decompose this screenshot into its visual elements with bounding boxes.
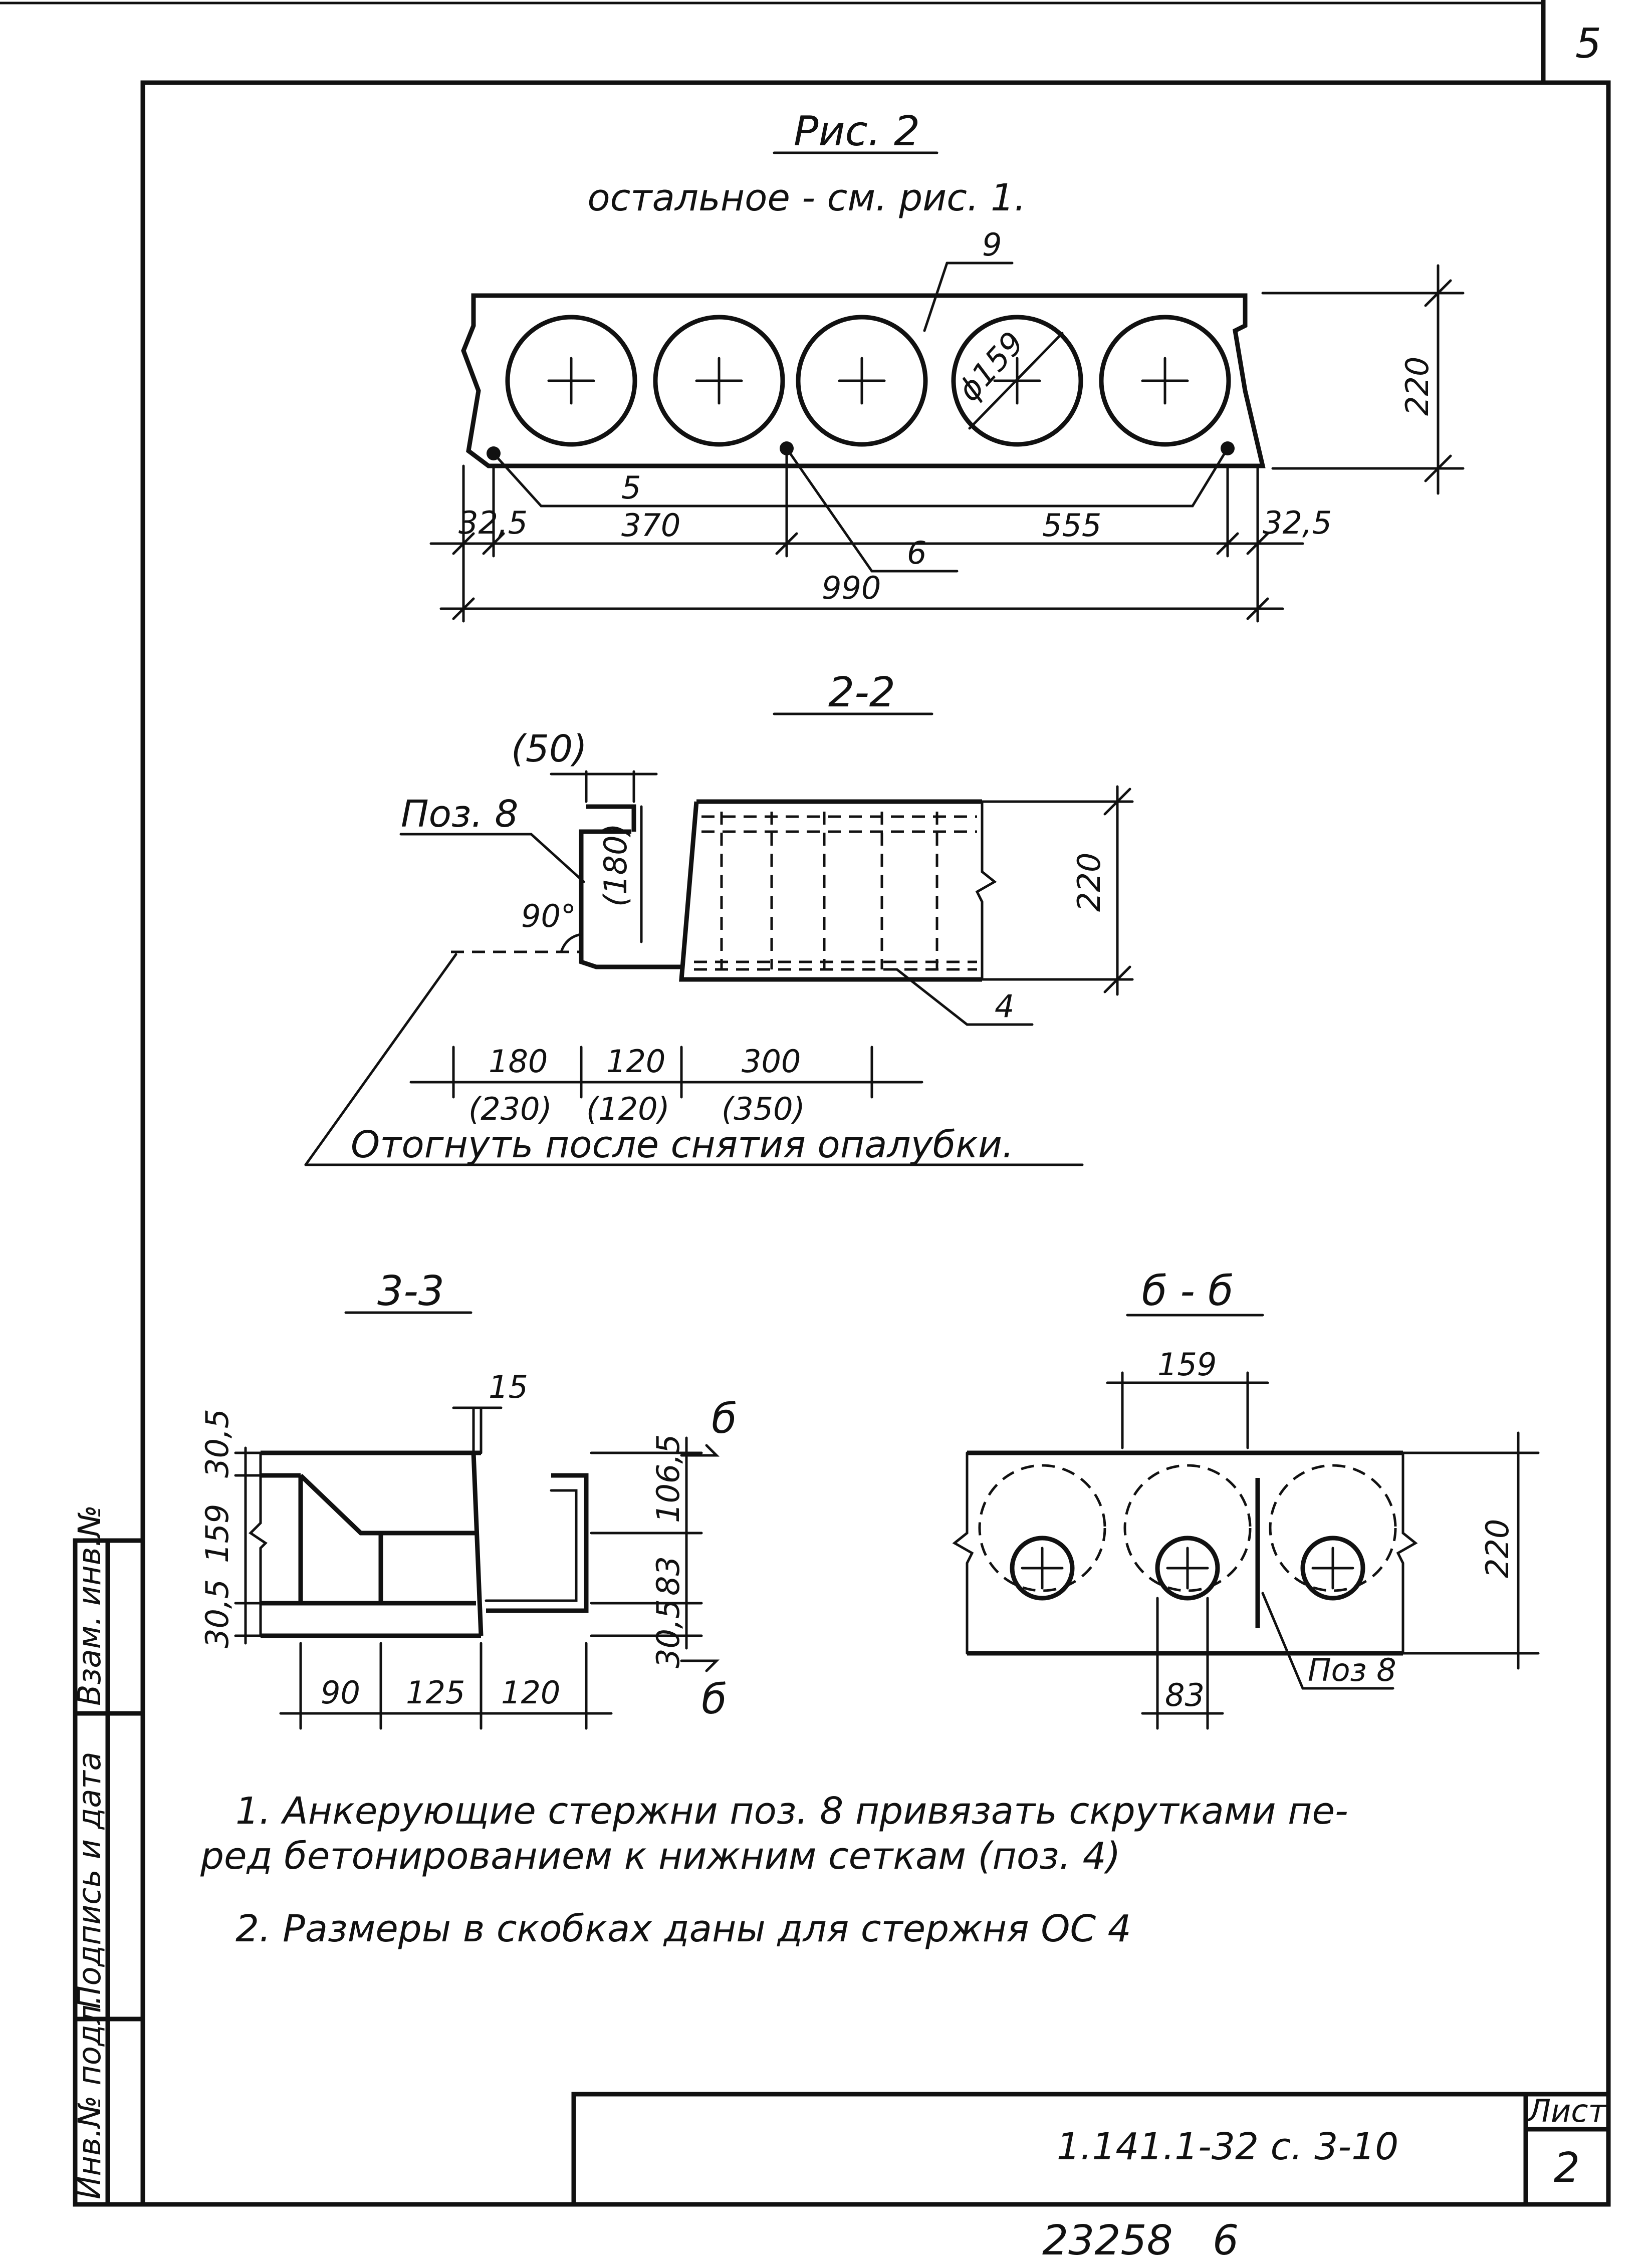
figure2-subtitle: остальное - см. рис. 1. [587,176,1026,219]
dim-370: 370 [621,507,680,544]
void-diameter: ϕ159 [951,325,1031,408]
dim-555: 555 [1042,507,1101,544]
figure2-height: 220 [1399,357,1436,416]
figure2-title: Рис. 2 [794,108,920,155]
dim-83-bb: 83 [1165,1677,1205,1713]
dim-125: 125 [406,1674,465,1711]
document-code: 1.141.1-32 с. 3-10 [1057,2125,1399,2168]
pos-8-label-bb: Поз 8 [1308,1652,1396,1688]
inventory-number: 23258 [1042,2217,1173,2264]
dim-350-paren: (350) [722,1091,805,1127]
stamp-inv-original: Инв.№ подл. [71,1995,108,2199]
slab-voids: ϕ159 [505,315,1231,447]
section-b-b: б - б Поз 8 159 220 [952,1268,1540,1730]
section-b-b-title: б - б [1142,1268,1234,1315]
list-label: Лист [1526,2093,1607,2129]
sheet-number-top: 5 [1575,20,1601,68]
callout-4: 4 [995,988,1014,1025]
dim-83-right: 83 [650,1556,686,1596]
stamp-replace-inv: Взам. инв.№ [71,1505,108,1706]
dim-180-vertical: (180) [597,823,634,907]
section-2-2: 2-2 90° Поз. 8 (50) (180) [304,669,1134,1166]
angle-90: 90° [521,898,576,934]
dim-120-bottom: 120 [501,1674,560,1711]
list-number: 2 [1554,2144,1580,2192]
note-2: 2. Размеры в скобках даны для стержня ОС… [235,1907,1131,1950]
notes: 1. Анкерующие стержни поз. 8 привязать с… [200,1790,1348,1950]
dim-32-5-right: 32,5 [1263,505,1332,541]
dim-30-5-right: 30,5 [650,1599,686,1668]
pos-8-label: Поз. 8 [401,793,518,836]
dim-180: 180 [489,1043,548,1080]
section-2-2-height: 220 [1071,853,1107,912]
section-3-3-title: 3-3 [377,1268,444,1315]
dim-159-left: 159 [199,1504,235,1563]
callout-9: 9 [982,226,1002,263]
dim-30-5-top: 30,5 [199,1409,235,1478]
cut-mark-bottom: б [701,1676,727,1723]
dim-50: (50) [511,727,587,771]
dim-120-paren: (120) [586,1091,670,1127]
bend-note: Отогнуть после снятия опалубки. [351,1123,1014,1166]
dim-30-5-bottom: 30,5 [199,1579,235,1648]
dim-990: 990 [822,570,881,606]
note-1-line-1: 1. Анкерующие стержни поз. 8 привязать с… [235,1790,1348,1833]
callout-5: 5 [621,469,641,506]
dim-230-paren: (230) [468,1091,552,1127]
sheet-frame [0,0,1611,2207]
dim-300: 300 [742,1043,801,1080]
dim-120: 120 [606,1043,665,1080]
dim-32-5-left: 32,5 [458,505,528,541]
callout-6: 6 [907,535,926,571]
section-2-2-title: 2-2 [828,669,895,716]
stamp-sign-date: Подпись и дата [71,1751,108,2009]
section-3-3: 3-3 15 30,5 159 30,5 106,5 [199,1268,737,1730]
cut-mark-top: б [712,1395,737,1443]
dim-90: 90 [321,1674,360,1711]
inventory-suffix: 6 [1213,2217,1239,2264]
dim-159-bb: 159 [1157,1346,1217,1383]
figure2-slab: Рис. 2 остальное - см. рис. 1. ϕ159 [429,108,1465,623]
section-b-b-height: 220 [1479,1519,1516,1578]
dim-106-5: 106,5 [650,1434,686,1524]
note-1-line-2: ред бетонированием к нижним сеткам (поз.… [200,1835,1121,1878]
dim-15: 15 [489,1369,528,1405]
